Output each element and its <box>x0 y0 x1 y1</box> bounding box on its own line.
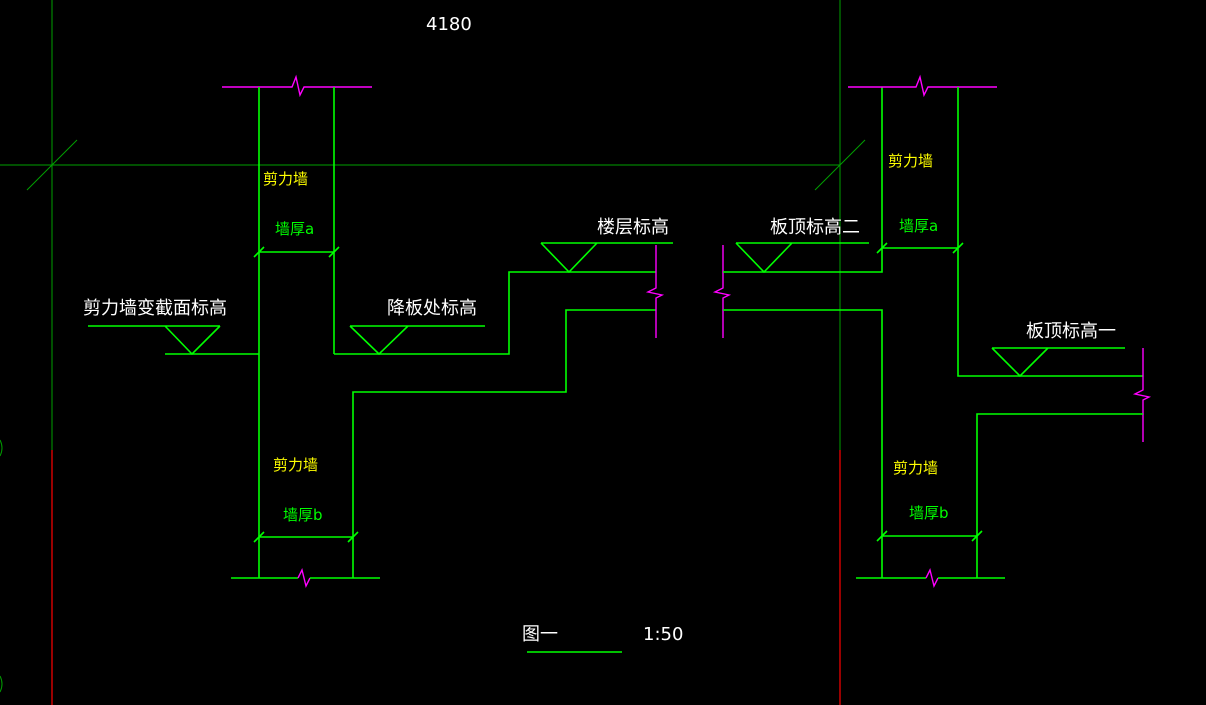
wall-thickness-b-label: 墙厚b <box>283 506 323 524</box>
slab-top-elevation-2-label: 板顶标高二 <box>770 217 860 238</box>
wall-thickness-b-label: 墙厚b <box>909 504 949 522</box>
shear-wall-label: 剪力墙 <box>273 456 318 474</box>
shear-wall-label: 剪力墙 <box>888 152 933 170</box>
wall-thickness-a-label: 墙厚a <box>899 217 938 235</box>
dimension-text: 4180 <box>426 14 472 35</box>
floor-elevation-label: 楼层标高 <box>597 217 669 238</box>
drawing-title: 图一 <box>522 624 558 645</box>
shear-wall-label: 剪力墙 <box>893 459 938 477</box>
wall-thickness-a-label: 墙厚a <box>275 220 314 238</box>
drawing-scale: 1:50 <box>643 624 683 645</box>
right-detail <box>712 74 1152 589</box>
axis-lines <box>0 0 866 705</box>
shear-wall-label: 剪力墙 <box>263 170 308 188</box>
slab-top-elevation-1-label: 板顶标高一 <box>1026 321 1116 342</box>
left-detail <box>88 74 673 589</box>
drop-slab-elevation-label: 降板处标高 <box>387 298 477 319</box>
wall-section-change-elevation-label: 剪力墙变截面标高 <box>83 298 227 319</box>
